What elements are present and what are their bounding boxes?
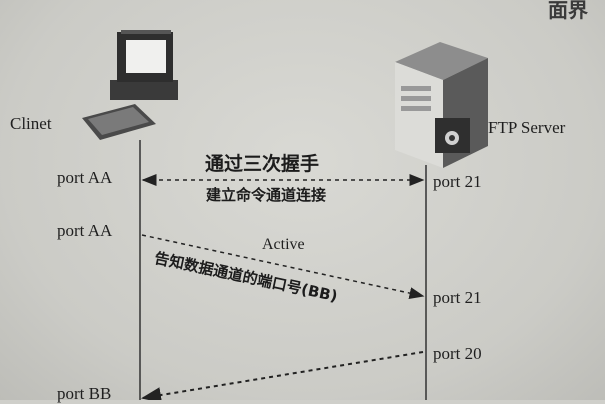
client-port-aa-2: port AA [57,221,113,240]
client-port-bb: port BB [57,384,112,403]
header-fragment: 面界 [548,0,588,22]
server-port-20: port 20 [433,344,482,363]
data-connection-arrow [141,351,424,400]
server-port-21-2: port 21 [433,288,482,307]
server-label: FTP Server [488,118,566,137]
handshake-subtitle: 建立命令通道连接 [206,186,327,204]
server-port-21-1: port 21 [433,172,482,191]
client-port-aa-1: port AA [57,168,113,187]
ftp-server-icon [395,42,488,168]
client-label: Clinet [10,114,52,133]
active-label: Active [262,236,305,253]
client-computer-icon [82,30,178,140]
handshake-title: 通过三次握手 [205,153,320,175]
